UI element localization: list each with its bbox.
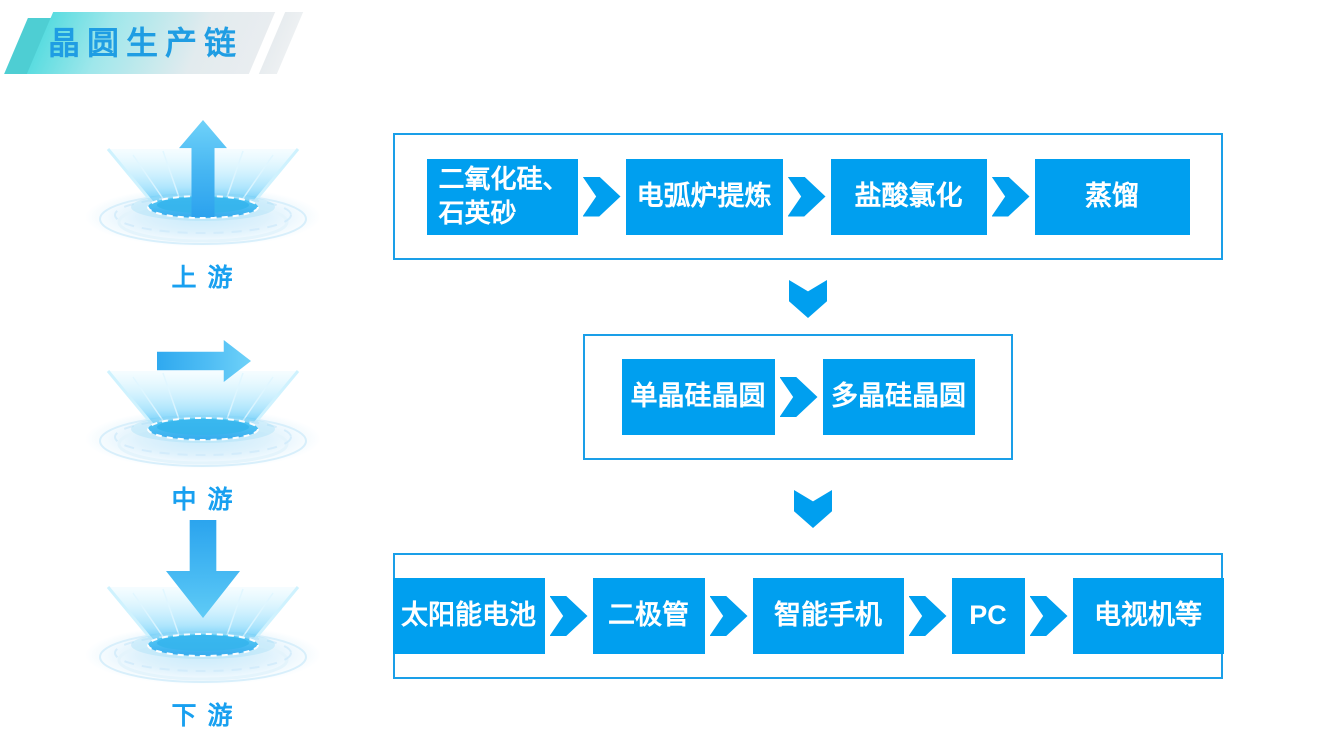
downstream-platform-icon <box>78 518 328 688</box>
flow-arrow-icon <box>1029 596 1068 636</box>
flow-step-box: 多晶硅晶圆 <box>822 359 975 435</box>
flow-step-box: 智能手机 <box>752 578 904 654</box>
flow-step-box: 电视机等 <box>1072 578 1224 654</box>
stage-midstream: 中 游 <box>78 332 328 516</box>
midstream-platform-icon <box>78 332 328 472</box>
flow-step-box: 电弧炉提炼 <box>625 158 783 235</box>
flow-arrow-icon <box>779 377 818 417</box>
stage-label-midstream: 中 游 <box>171 486 235 514</box>
flow-down-arrow-icon <box>789 280 827 318</box>
upstream-flow-panel: 二氧化硅、 石英砂 电弧炉提炼 盐酸氯化 蒸馏 <box>393 133 1223 260</box>
stage-upstream: 上 游 <box>78 100 328 294</box>
flow-arrow-icon <box>908 596 947 636</box>
flow-arrow-icon <box>787 176 826 217</box>
stage-downstream: 下 游 <box>78 518 328 732</box>
flow-step-box: 蒸馏 <box>1034 158 1190 235</box>
flow-arrow-icon <box>991 176 1030 217</box>
upstream-platform-icon <box>78 100 328 250</box>
flow-arrow-icon <box>582 176 621 217</box>
downstream-flow-panel: 太阳能电池 二极管 智能手机 PC 电视机等 <box>392 553 1224 679</box>
flow-step-box: 二极管 <box>592 578 705 654</box>
flow-step-box: 盐酸氯化 <box>830 158 987 235</box>
stage-label-upstream: 上 游 <box>171 264 235 292</box>
flow-down-arrow-icon <box>794 490 832 528</box>
page-title: 晶圆生产链 <box>48 25 244 61</box>
flow-step-box: 二氧化硅、 石英砂 <box>426 158 578 235</box>
flow-step-box: 太阳能电池 <box>392 578 545 654</box>
flow-arrow-icon <box>709 596 748 636</box>
midstream-flow-panel: 单晶硅晶圆 多晶硅晶圆 <box>583 334 1013 460</box>
flow-arrow-icon <box>549 596 588 636</box>
flow-step-box: PC <box>951 578 1025 654</box>
title-banner: 晶圆生产链 <box>4 12 304 74</box>
stage-label-downstream: 下 游 <box>171 702 235 730</box>
flow-step-box: 单晶硅晶圆 <box>621 359 775 435</box>
glow-platform-icon <box>85 370 321 469</box>
